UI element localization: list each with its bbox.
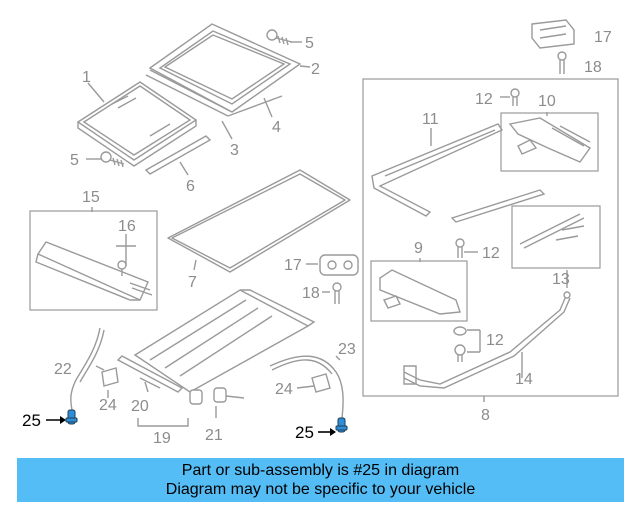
part-21-clip [189, 387, 245, 405]
callout-25-left: 25 [22, 411, 41, 430]
callout-9: 9 [414, 240, 423, 257]
callout-numbers: 1 2 3 4 5 5 6 7 8 9 10 11 12 12 12 13 14… [22, 29, 612, 447]
callout-24-right: 24 [275, 381, 293, 398]
part-25-clip-left [65, 409, 78, 425]
callout-16: 16 [118, 218, 136, 235]
part-17-bracket-top [531, 19, 575, 49]
callout-4: 4 [272, 119, 281, 136]
part-20-rail [116, 355, 184, 393]
part-12-screw-lower [454, 344, 466, 362]
part-17-bracket-center [319, 254, 359, 276]
part-2-glass-frame [148, 23, 302, 113]
callout-6: 6 [186, 178, 195, 195]
callout-24-left: 24 [99, 397, 117, 414]
callout-19: 19 [153, 430, 171, 447]
callout-12-top: 12 [475, 91, 493, 108]
callout-13: 13 [552, 271, 570, 288]
callout-1: 1 [82, 69, 91, 86]
callout-18-center: 18 [302, 285, 320, 302]
callout-10: 10 [538, 93, 556, 110]
part-13-box [511, 205, 601, 269]
part-7-weatherstrip [167, 169, 351, 273]
part-8-frame-box [362, 78, 619, 397]
callout-23: 23 [338, 341, 356, 358]
callout-12-lower: 12 [486, 332, 504, 349]
callout-2: 2 [311, 61, 320, 78]
part-22-drain-hose [70, 327, 105, 411]
callout-8: 8 [481, 407, 490, 424]
callout-11: 11 [422, 111, 439, 128]
callout-25-arrows [46, 416, 336, 436]
part-24-clip-right [311, 373, 331, 393]
leader-lines [86, 41, 568, 427]
part-1-glass-panel [76, 81, 198, 167]
callout-18-top: 18 [584, 59, 602, 76]
part-12-washer [453, 326, 467, 336]
part-11-front-rail [371, 123, 504, 217]
part-24-clip-left [101, 367, 119, 387]
part-18-screw-top [557, 51, 567, 74]
callout-5-left: 5 [70, 152, 79, 169]
info-banner: Part or sub-assembly is #25 in diagram D… [17, 458, 624, 502]
callout-15: 15 [82, 189, 100, 206]
callout-17-top: 17 [594, 29, 612, 46]
part-4-seal [145, 69, 283, 117]
part-6-deflector [144, 135, 212, 175]
callout-12-middle: 12 [482, 245, 500, 262]
part-15-box [29, 210, 158, 311]
callout-20: 20 [131, 398, 149, 415]
callout-22: 22 [54, 361, 72, 378]
banner-line-1: Part or sub-assembly is #25 in diagram [181, 462, 460, 479]
callout-21: 21 [205, 427, 223, 444]
part-9-box [370, 260, 468, 322]
part-sunshade [133, 289, 316, 393]
callout-5-top: 5 [305, 35, 314, 52]
callout-3: 3 [230, 142, 239, 159]
callout-7: 7 [188, 274, 197, 291]
part-5-bolt-top [266, 29, 293, 46]
part-12-screw-middle [455, 238, 465, 258]
banner-line-2: Diagram may not be specific to your vehi… [165, 481, 476, 498]
part-23-drain-hose [269, 355, 344, 419]
part-14-cable [403, 291, 571, 389]
part-rear-rail [450, 189, 546, 223]
callout-14: 14 [515, 371, 533, 388]
part-12-screw-top [510, 88, 520, 106]
part-10-box [500, 112, 599, 172]
part-25-clip-right [335, 417, 348, 433]
part-18-screw-center [332, 282, 342, 304]
part-5-bolt-left [100, 151, 125, 168]
callout-17-center: 17 [284, 257, 302, 274]
callout-25-right: 25 [295, 423, 314, 442]
